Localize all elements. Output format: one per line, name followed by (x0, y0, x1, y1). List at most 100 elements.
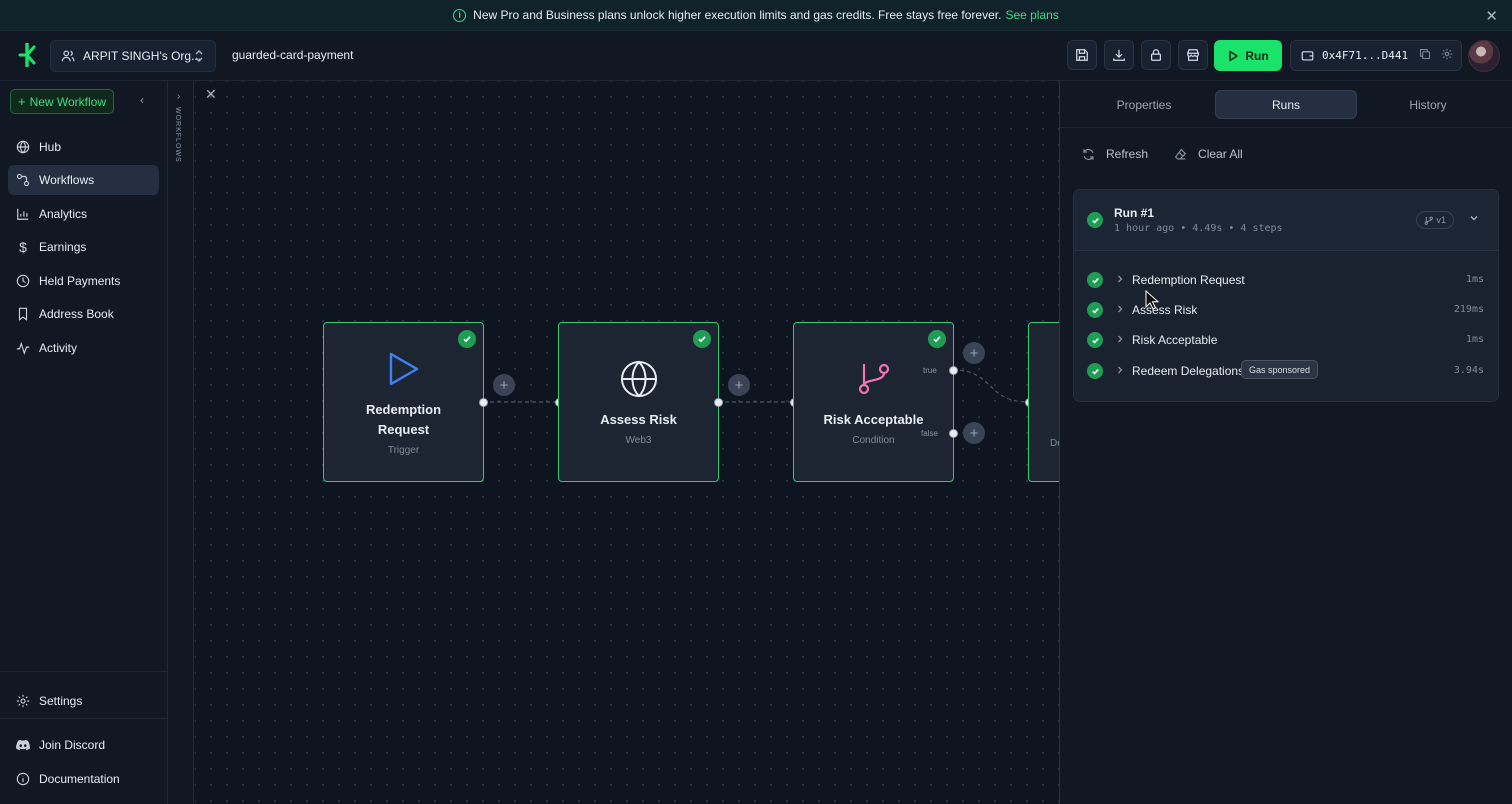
collapse-sidebar-icon[interactable]: ‹ (140, 93, 144, 107)
step-duration: 1ms (1465, 334, 1484, 345)
refresh-button[interactable]: Refresh (1082, 147, 1148, 161)
run-button[interactable]: Run (1214, 40, 1282, 71)
save-icon (1076, 49, 1088, 61)
run-step-row[interactable]: Redemption Request 1ms (1074, 265, 1498, 295)
check-icon (928, 330, 946, 348)
run-step-row[interactable]: Risk Acceptable 1ms (1074, 325, 1498, 355)
node-subtitle: Trigger (387, 445, 420, 456)
workflow-icon (16, 173, 30, 187)
run-step-row[interactable]: Assess Risk 219ms (1074, 295, 1498, 325)
workflow-name[interactable]: guarded-card-payment (232, 48, 354, 62)
app-logo-icon[interactable] (17, 43, 37, 67)
download-button[interactable] (1104, 40, 1134, 70)
close-icon[interactable]: ✕ (205, 86, 217, 102)
sidebar-item-activity[interactable]: Activity (8, 333, 159, 363)
see-plans-link[interactable]: See plans (1005, 8, 1059, 22)
tab-runs[interactable]: Runs (1215, 90, 1357, 119)
sidebar-item-hub[interactable]: Hub (8, 132, 159, 162)
chevron-right-icon (1118, 366, 1123, 374)
output-port[interactable] (714, 398, 723, 407)
success-check-icon (1087, 302, 1103, 318)
new-workflow-label: New Workflow (29, 94, 107, 109)
play-icon (1229, 50, 1239, 61)
lock-button[interactable] (1141, 40, 1171, 70)
banner-close-icon[interactable]: ✕ (1485, 8, 1498, 25)
git-branch-icon (858, 363, 889, 395)
wallet-icon (1301, 51, 1314, 61)
announcement-banner: i New Pro and Business plans unlock high… (0, 0, 1512, 31)
workflows-rail[interactable]: › WORKFLOWS (168, 81, 194, 804)
clear-all-label: Clear All (1198, 147, 1243, 161)
discord-icon (16, 738, 30, 752)
branch-false-label: false (921, 429, 938, 438)
git-branch-icon (1425, 216, 1434, 225)
true-output-port[interactable] (949, 366, 958, 375)
gas-sponsored-badge: Gas sponsored (1241, 360, 1319, 379)
add-node-button[interactable]: + (493, 374, 515, 396)
add-false-branch-button[interactable]: + (963, 422, 985, 444)
wallet-address: 0x4F71...D441 (1322, 49, 1409, 62)
step-duration: 1ms (1465, 274, 1484, 285)
org-name: ARPIT SINGH's Org... (83, 49, 202, 63)
eraser-icon (1174, 148, 1187, 160)
chevron-down-icon[interactable] (1468, 212, 1480, 224)
globe-icon (620, 360, 657, 398)
node-title: Risk Acceptable (823, 412, 924, 427)
save-button[interactable] (1067, 40, 1097, 70)
sidebar-item-label: Earnings (39, 240, 87, 254)
success-check-icon (1087, 363, 1103, 379)
success-check-icon (1087, 272, 1103, 288)
org-selector[interactable]: ARPIT SINGH's Org... (50, 40, 216, 72)
output-port[interactable] (479, 398, 488, 407)
clock-icon (16, 274, 30, 288)
sidebar-item-settings[interactable]: Settings (8, 686, 159, 716)
sidebar-item-held-payments[interactable]: Held Payments (8, 266, 159, 296)
marketplace-button[interactable] (1178, 40, 1208, 70)
step-duration: 3.94s (1453, 365, 1484, 376)
tab-properties[interactable]: Properties (1116, 97, 1172, 112)
workflow-canvas[interactable]: ✕ Redemption Request Trigger + Assess Ri… (195, 81, 1059, 804)
false-output-port[interactable] (949, 429, 958, 438)
info-circle-icon (16, 772, 30, 786)
run-step-row[interactable]: Redeem Delegations Gas sponsored 3.94s (1074, 356, 1498, 386)
sidebar-item-documentation[interactable]: Documentation (8, 764, 159, 794)
success-check-icon (1087, 332, 1103, 348)
step-name: Assess Risk (1132, 303, 1198, 317)
workflows-rail-label: WORKFLOWS (174, 107, 181, 163)
dollar-icon: $ (19, 239, 27, 255)
sidebar-item-analytics[interactable]: Analytics (8, 199, 159, 229)
run-header[interactable]: Run #1 1 hour ago • 4.49s • 4 steps v1 (1074, 190, 1498, 251)
runs-actions: Refresh Clear All (1082, 147, 1243, 161)
node-title: Assess Risk (600, 412, 677, 427)
top-header: ARPIT SINGH's Org... guarded-card-paymen… (0, 31, 1512, 81)
gear-icon[interactable] (1441, 48, 1453, 60)
clear-all-button[interactable]: Clear All (1174, 147, 1243, 161)
sidebar-item-discord[interactable]: Join Discord (8, 730, 159, 760)
add-true-branch-button[interactable]: + (963, 342, 985, 364)
new-workflow-button[interactable]: + New Workflow (10, 89, 114, 114)
node-title: Request (377, 422, 430, 437)
copy-icon[interactable] (1419, 48, 1431, 60)
chevron-right-icon (1118, 305, 1123, 313)
globe-icon (16, 140, 30, 154)
run-label: Run (1245, 48, 1269, 63)
add-node-button[interactable]: + (728, 374, 750, 396)
refresh-label: Refresh (1106, 147, 1149, 161)
node-risk-acceptable[interactable]: Risk Acceptable Condition (793, 322, 954, 482)
version-badge: v1 (1416, 211, 1454, 229)
bookmark-icon (16, 307, 30, 321)
sidebar-item-earnings[interactable]: $ Earnings (8, 232, 159, 262)
banner-message: New Pro and Business plans unlock higher… (473, 8, 1002, 22)
sidebar-item-address-book[interactable]: Address Book (8, 299, 159, 329)
version-label: v1 (1436, 215, 1446, 225)
sidebar-item-workflows[interactable]: Workflows (8, 165, 159, 195)
node-redemption-request[interactable]: Redemption Request Trigger (323, 322, 484, 482)
run-card: Run #1 1 hour ago • 4.49s • 4 steps v1 R… (1073, 189, 1499, 402)
node-assess-risk[interactable]: Assess Risk Web3 (558, 322, 719, 482)
node-redeem-delegations[interactable]: De De (1028, 322, 1059, 482)
activity-icon (16, 341, 30, 355)
user-avatar[interactable] (1468, 40, 1500, 72)
chevron-right-icon[interactable]: › (177, 91, 181, 102)
tab-history[interactable]: History (1409, 97, 1447, 112)
chevron-right-icon (1118, 275, 1123, 283)
